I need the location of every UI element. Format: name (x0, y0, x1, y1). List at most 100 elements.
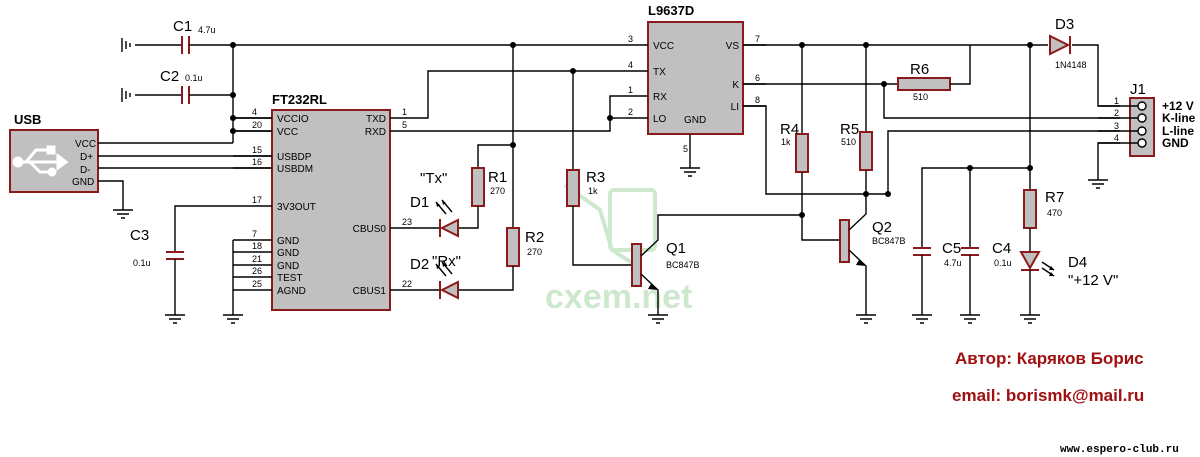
l9637-pin-number: 4 (628, 60, 633, 70)
c3-value: 0.1u (133, 258, 151, 268)
author-text: Автор: Каряков Борис (955, 349, 1144, 368)
l9637-pin-number: 6 (755, 73, 760, 83)
ft232-pin-number: 26 (252, 266, 262, 276)
ft232-pin-name: RXD (365, 127, 386, 138)
r7-label: R7 (1045, 189, 1064, 206)
q2-label: Q2 (872, 219, 892, 236)
d4-label: D4 (1068, 254, 1087, 271)
site-text: www.espero-club.ru (1060, 444, 1179, 456)
ft232-left-pins: 4VCCIO20VCC15USBDP16USBDM173V3OUT7GND18G… (233, 107, 316, 297)
r5-resistor (859, 45, 873, 194)
ft232-chip (271, 109, 391, 311)
j1-pin-number: 1 (1114, 96, 1119, 106)
l9637-pin-name: K (732, 80, 739, 91)
c4-label: C4 (992, 240, 1011, 257)
li-line-wire (743, 105, 1120, 195)
j1-label: J1 (1130, 81, 1146, 98)
r1-label: R1 (488, 169, 507, 186)
l9637-pin-number: 1 (628, 85, 633, 95)
l9637-pin-name: RX (653, 92, 667, 103)
c5-label: C5 (942, 240, 961, 257)
l9637-name: L9637D (648, 3, 694, 18)
d1-led (418, 199, 459, 238)
ft232-pin-name: VCC (277, 127, 298, 138)
l9637-pin-name: VS (726, 41, 740, 52)
usb-pin-dplus: D+ (80, 152, 93, 163)
ft232-pin-name: CBUS1 (353, 286, 387, 297)
ft232-pin-number: 4 (252, 107, 257, 117)
usb-pin-vcc: VCC (75, 139, 96, 150)
ft232-pin-name: VCCIO (277, 114, 309, 125)
d1-label: D1 (410, 194, 429, 211)
ft232-pin-name: GND (277, 261, 299, 272)
d2-rx-label: "Rx" (432, 253, 461, 270)
ft232-pin-number: 22 (402, 279, 412, 289)
d3-value: 1N4148 (1055, 60, 1087, 70)
r4-label: R4 (780, 121, 799, 138)
ft232-pin-name: 3V3OUT (277, 202, 316, 213)
l9637-pin-number: 8 (755, 95, 760, 105)
j1-gnd-wire (1088, 142, 1120, 189)
c1-label: C1 (173, 18, 192, 35)
j1-pin-terminal (1137, 101, 1147, 111)
l9637-pin-name: LO (653, 114, 667, 125)
q1-transistor (631, 214, 802, 324)
r2-label: R2 (525, 229, 544, 246)
c2-capacitor (121, 86, 233, 104)
l9637-pin-number: 7 (755, 34, 760, 44)
ft232-pin-number: 5 (402, 120, 407, 130)
r1-resistor (458, 45, 514, 229)
r2-value: 270 (527, 247, 542, 257)
c2-label: C2 (160, 68, 179, 85)
vs-wire (743, 44, 1120, 107)
ft232-pin-name: CBUS0 (353, 224, 387, 235)
ft232-pin-name: TEST (277, 273, 303, 284)
r3-label: R3 (586, 169, 605, 186)
l9637-pin-name: VCC (653, 41, 674, 52)
usb-pin-dminus: D- (80, 165, 91, 176)
r3-value: 1k (588, 186, 598, 196)
j1-pin-number: 2 (1114, 108, 1119, 118)
l9637-pin-name: LI (731, 102, 739, 113)
usb-pin-gnd: GND (72, 177, 94, 188)
c4-value: 0.1u (994, 258, 1012, 268)
d2-label: D2 (410, 256, 429, 273)
ft232-name: FT232RL (272, 92, 327, 107)
ft232-pin-number: 17 (252, 195, 262, 205)
r6-value: 510 (913, 92, 928, 102)
j1-signal-label: K-line (1162, 111, 1196, 125)
ft232-pin-number: 25 (252, 279, 262, 289)
l9637-pin-name: TX (653, 67, 666, 78)
r4-value: 1k (781, 137, 791, 147)
r6-label: R6 (910, 61, 929, 78)
ft232-pin-number: 21 (252, 254, 262, 264)
j1-signal-label: L-line (1162, 124, 1194, 138)
ft232-pin-number: 23 (402, 217, 412, 227)
r3-resistor (566, 71, 632, 266)
ft232-pin-number: 1 (402, 107, 407, 117)
j1-pin-number: 4 (1114, 133, 1119, 143)
j1-pin-terminal (1137, 126, 1147, 136)
ft232-pin-number: 15 (252, 145, 262, 155)
d3-diode (1049, 34, 1071, 56)
c5-value: 4.7u (944, 258, 962, 268)
usb-wires (98, 142, 272, 219)
j1-signal-label: GND (1162, 136, 1189, 150)
r5-label: R5 (840, 121, 859, 138)
c3-capacitor (165, 205, 233, 324)
ft232-pin-number: 7 (252, 229, 257, 239)
l9637-pin-number: 3 (628, 34, 633, 44)
c4-capacitor (960, 168, 980, 324)
q1-value: BC847B (666, 260, 700, 270)
d4-text: "+12 V" (1068, 272, 1118, 289)
txd-rxd-wires (418, 70, 626, 132)
ft232-pin-name: TXD (366, 114, 386, 125)
l9637-gnd-pin: 5 (683, 144, 688, 154)
r2-resistor (458, 145, 520, 291)
l9637-chip (647, 21, 744, 135)
r7-resistor (1023, 45, 1037, 252)
j1-pin-terminal (1137, 113, 1147, 123)
